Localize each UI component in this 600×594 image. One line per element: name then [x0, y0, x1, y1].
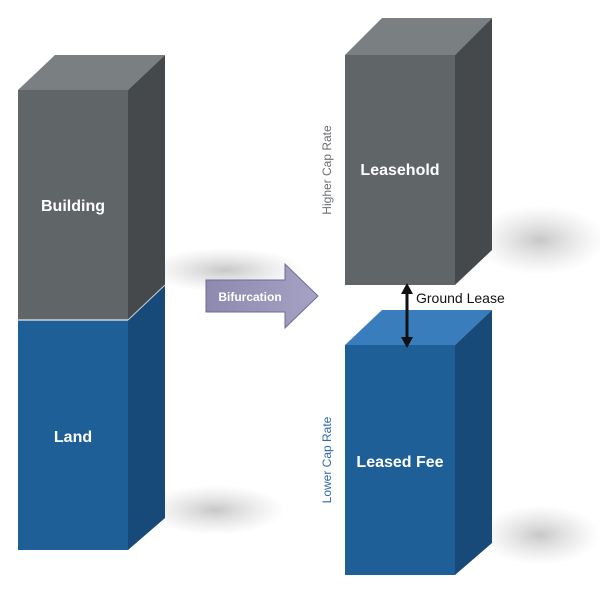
arrow-up-head [401, 283, 413, 294]
lower-cap-rate-label: Lower Cap Rate [320, 416, 334, 503]
building-top-face [18, 55, 165, 90]
arrow-down-head [401, 337, 413, 348]
leasehold-label: Leasehold [360, 162, 439, 179]
building-block [18, 55, 165, 320]
bifurcation-arrow: Bifurcation [205, 262, 319, 330]
right-upper-shadow [475, 205, 600, 275]
left-lower-shadow [145, 485, 285, 535]
land-block [18, 285, 165, 550]
right-lower-shadow [480, 505, 600, 565]
leasehold-front-face [345, 55, 455, 285]
leased-fee-label: Leased Fee [356, 454, 443, 471]
arrow-label: Bifurcation [218, 290, 281, 304]
land-front-face [18, 320, 128, 550]
land-side-face [128, 285, 165, 550]
left-column-side-divider [127, 284, 166, 321]
ground-lease-label: Ground Lease [416, 290, 505, 306]
leasehold-side-face [455, 18, 492, 285]
higher-cap-rate-label: Higher Cap Rate [320, 125, 334, 215]
building-label: Building [41, 198, 105, 215]
leased-fee-block [345, 310, 492, 575]
building-front-face [18, 90, 128, 320]
leased-fee-side-face [455, 310, 492, 575]
leased-fee-top-face [345, 310, 492, 345]
leasehold-top-face [345, 18, 492, 55]
ground-lease-connector [401, 283, 413, 348]
leased-fee-front-face [345, 345, 455, 575]
arrow-shape [205, 262, 319, 330]
land-label: Land [54, 429, 92, 446]
leasehold-block [345, 18, 492, 285]
building-side-face [128, 55, 165, 320]
